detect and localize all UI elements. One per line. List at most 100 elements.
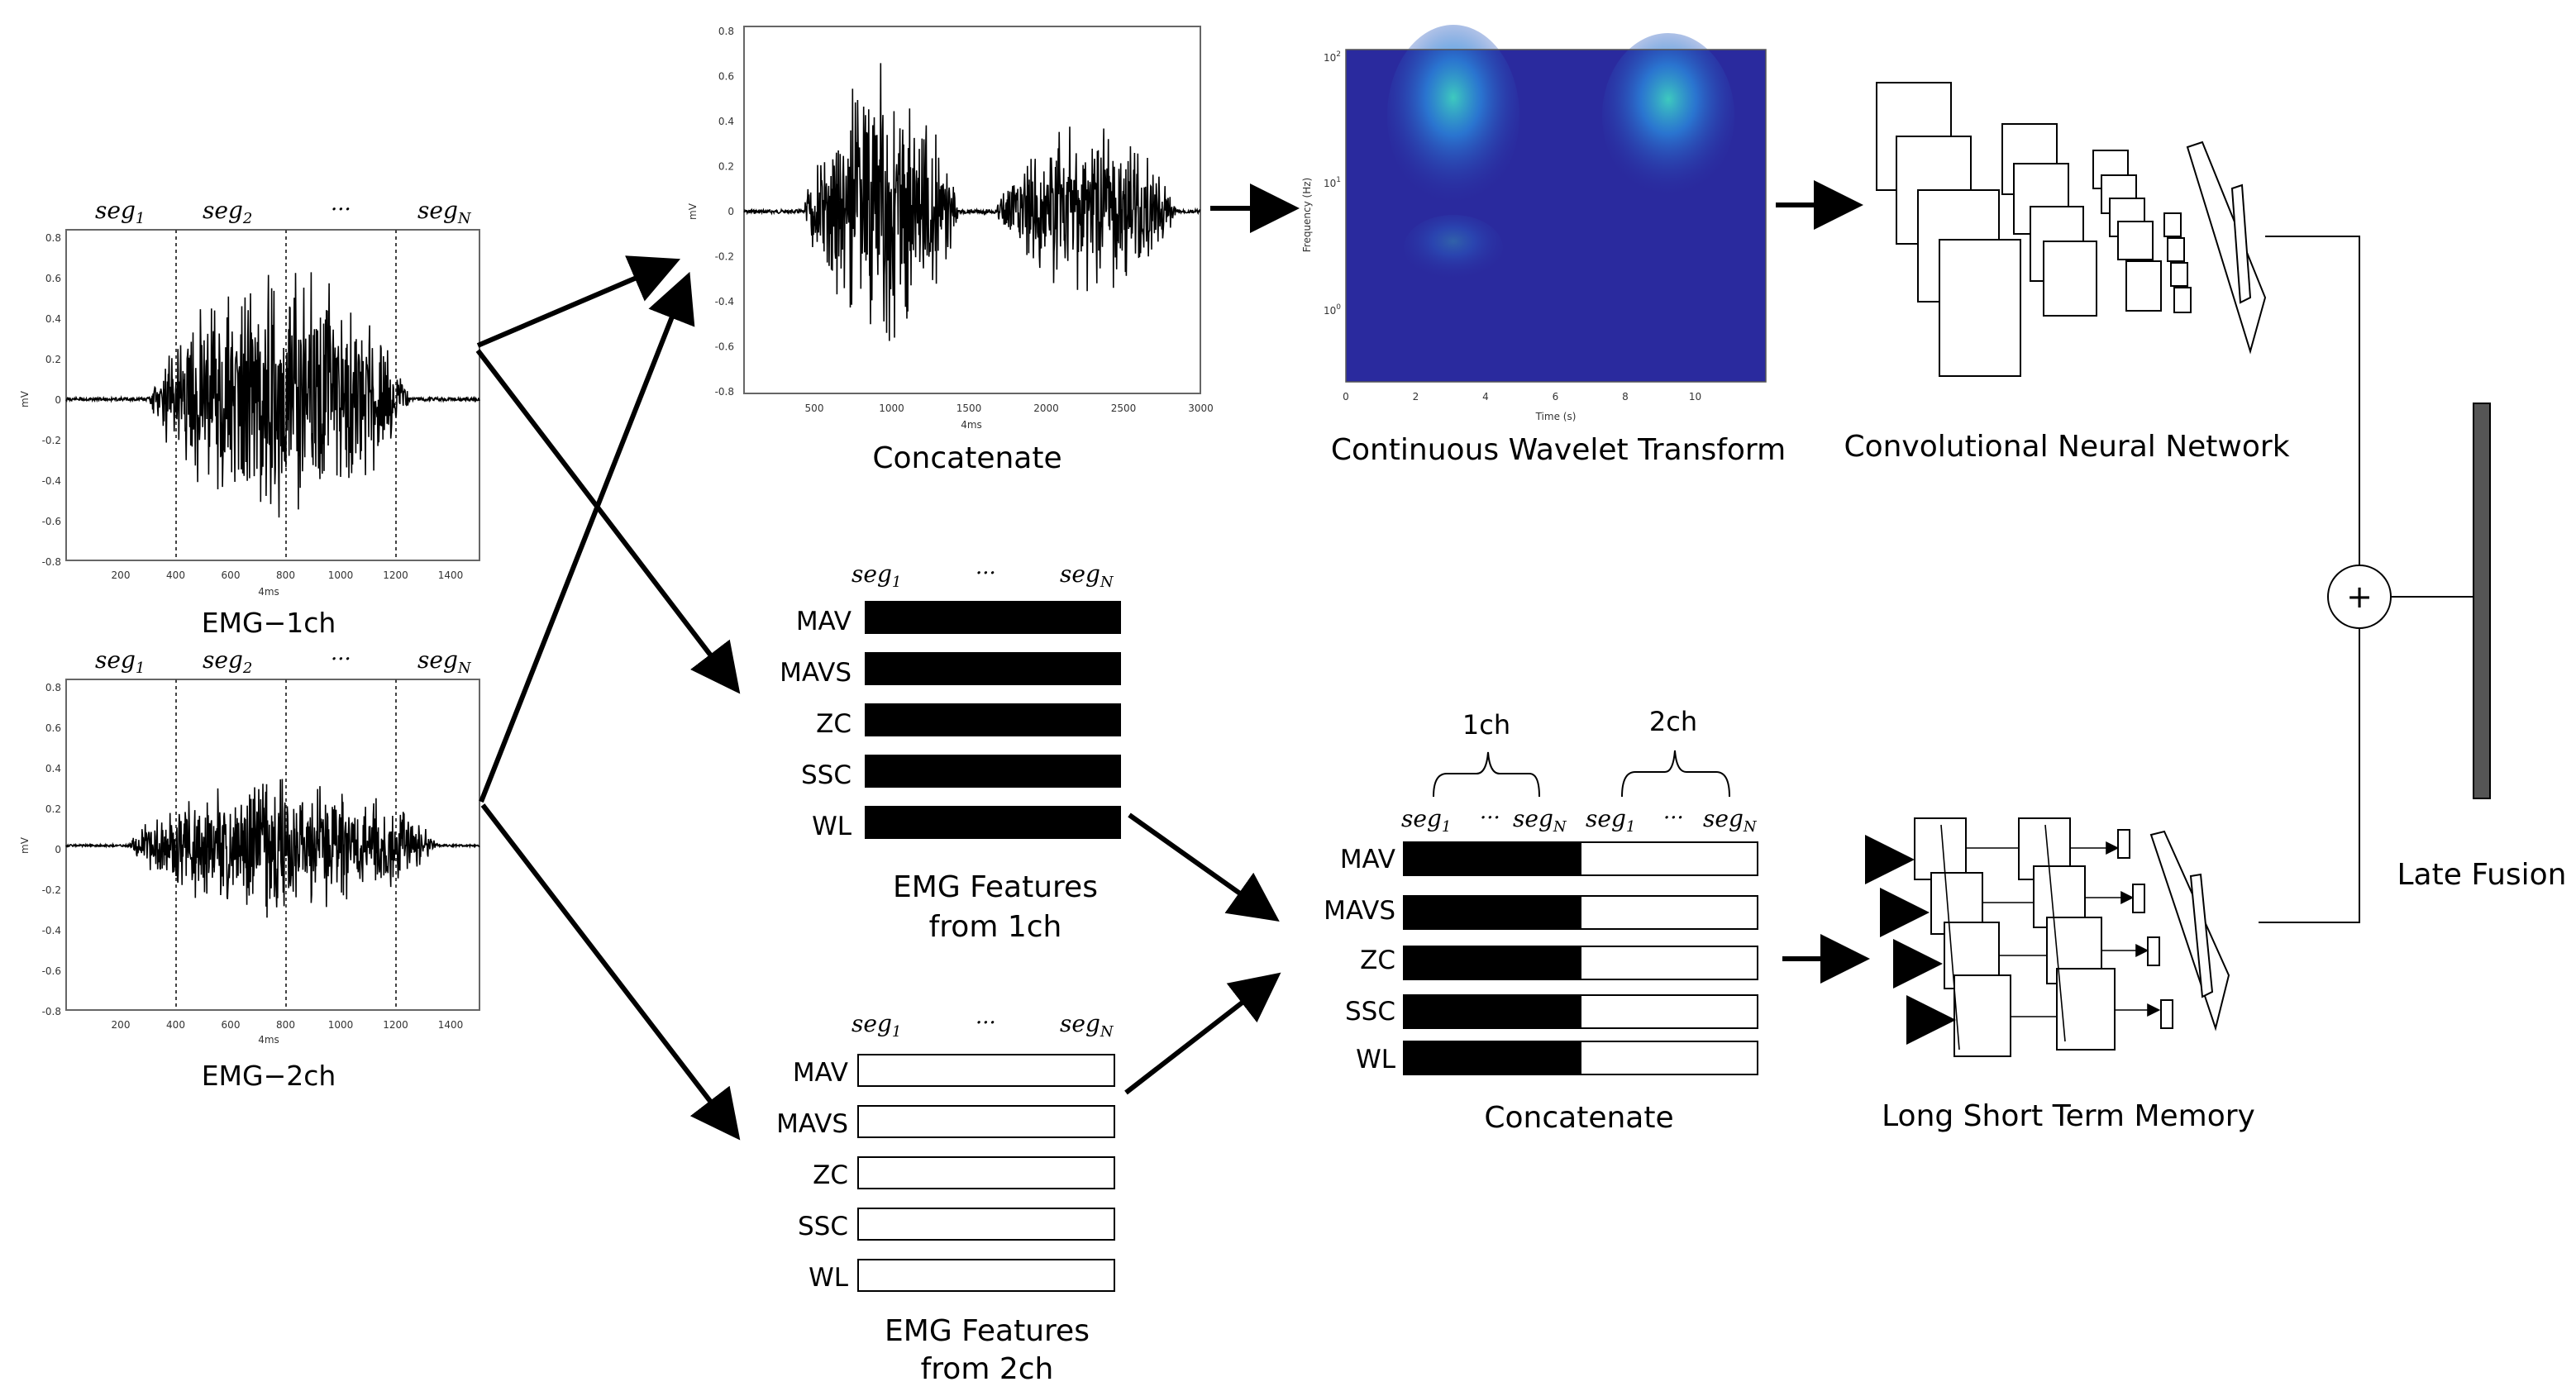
feature-row: SSC bbox=[798, 1208, 1115, 1241]
concat-seg-1ch-n: segN bbox=[1513, 805, 1567, 836]
svg-text:ZC: ZC bbox=[816, 709, 852, 739]
svg-text:WL: WL bbox=[812, 812, 852, 841]
y-tick-label: -0.4 bbox=[42, 925, 61, 936]
y-tick-label: 0.4 bbox=[45, 763, 61, 774]
y-tick-label: 0.2 bbox=[45, 803, 61, 815]
x-tick-label: 1000 bbox=[879, 403, 904, 414]
cwt-ylabel: Frequency (Hz) bbox=[1301, 178, 1313, 253]
y-tick-label: -0.6 bbox=[42, 965, 61, 977]
x-tick-label: 6 bbox=[1553, 391, 1559, 403]
cwt-burst-1 bbox=[1387, 25, 1519, 207]
y-tick-label: 0.4 bbox=[45, 313, 61, 325]
features-1ch-seg-ellipsis: ··· bbox=[976, 561, 996, 586]
features-2ch-seg-1: seg1 bbox=[852, 1010, 901, 1041]
x-tick-label: 1400 bbox=[438, 1019, 464, 1031]
x-tick-label: 600 bbox=[222, 569, 241, 581]
x-tick-label: 1400 bbox=[438, 569, 464, 581]
x-tick-label: 8 bbox=[1622, 391, 1629, 403]
features-2ch-seg-ellipsis: ··· bbox=[976, 1011, 996, 1036]
svg-text:MAVS: MAVS bbox=[780, 658, 852, 688]
y-tick-label: 0.6 bbox=[45, 722, 61, 734]
features-1ch-panel: seg1 ··· segN MAV MAVS ZC SSC WL EMG Fea… bbox=[780, 560, 1121, 944]
feature-row: MAV bbox=[793, 1054, 1115, 1088]
feature-row: SSC bbox=[801, 755, 1121, 790]
y-tick-label: -0.4 bbox=[715, 296, 734, 307]
emg-2ch-seg-n: segN bbox=[417, 646, 472, 677]
x-tick-label: 400 bbox=[166, 1019, 185, 1031]
emg-2ch-caption: EMG−2ch bbox=[202, 1060, 336, 1092]
y-tick-label: 0.2 bbox=[45, 354, 61, 365]
emg-1ch-xlabel: 4ms bbox=[258, 586, 279, 598]
features-1ch-caption-2: from 1ch bbox=[929, 910, 1062, 944]
late-fusion-block: + Late Fusion bbox=[2327, 403, 2566, 892]
y-tick-label: 0 bbox=[727, 206, 734, 217]
x-tick-label: 1000 bbox=[328, 569, 354, 581]
y-tick-label: -0.2 bbox=[42, 435, 61, 446]
feature-row: MAV bbox=[796, 601, 1121, 636]
emg-2ch-ylabel: mV bbox=[19, 836, 31, 854]
features-2ch-caption-1: EMG Features bbox=[885, 1314, 1090, 1348]
x-tick-label: 200 bbox=[112, 1019, 131, 1031]
svg-text:WL: WL bbox=[1356, 1045, 1396, 1074]
x-tick-label: 1500 bbox=[956, 403, 982, 414]
y-tick-label: 0.6 bbox=[45, 273, 61, 284]
feature-row: WL bbox=[812, 806, 1121, 841]
fusion-sum-symbol: + bbox=[2346, 579, 2373, 615]
y-tick-label: -0.6 bbox=[715, 341, 734, 353]
feature-row: MAV bbox=[1340, 841, 1758, 876]
svg-text:MAVS: MAVS bbox=[1324, 896, 1395, 926]
group-label-1ch: 1ch bbox=[1462, 709, 1510, 741]
x-tick-label: 10 bbox=[1689, 391, 1701, 403]
y-tick-label: 0.6 bbox=[718, 71, 734, 83]
y-tick-label: 0 bbox=[55, 394, 61, 406]
features-2ch-rows: MAV MAVS ZC SSC WL bbox=[776, 1054, 1115, 1293]
y-tick-label: 0.8 bbox=[45, 682, 61, 693]
cwt-caption: Continuous Wavelet Transform bbox=[1331, 433, 1786, 467]
x-tick-label: 2500 bbox=[1111, 403, 1137, 414]
y-tick-label: -0.8 bbox=[42, 556, 61, 568]
x-tick-label: 1000 bbox=[328, 1019, 354, 1031]
y-tick-label: -0.8 bbox=[42, 1006, 61, 1017]
features-1ch-seg-1: seg1 bbox=[852, 560, 901, 591]
concat-signal bbox=[743, 63, 1201, 341]
svg-text:MAVS: MAVS bbox=[776, 1109, 848, 1139]
x-tick-label: 400 bbox=[166, 569, 185, 581]
cnn-block: Convolutional Neural Network bbox=[1844, 82, 2290, 464]
emg-1ch-seg-n: segN bbox=[417, 197, 472, 227]
feature-row: MAVS bbox=[1324, 895, 1758, 930]
feature-row: SSC bbox=[1345, 994, 1758, 1029]
y-tick-label: -0.2 bbox=[42, 884, 61, 896]
concat-seg-1ch-1: seg1 bbox=[1401, 805, 1451, 836]
emg-1ch-seg-ellipsis: ··· bbox=[331, 198, 351, 222]
concat-ylabel: mV bbox=[687, 202, 699, 220]
brace-2ch bbox=[1621, 750, 1730, 798]
cwt-ytick-1: 102 bbox=[1324, 50, 1341, 64]
cwt-xlabel: Time (s) bbox=[1535, 411, 1577, 422]
cwt-ytick-2: 101 bbox=[1324, 176, 1341, 189]
x-tick-label: 0 bbox=[1343, 391, 1349, 403]
concat-seg-2ch-ellipsis: ··· bbox=[1663, 806, 1684, 831]
x-tick-label: 200 bbox=[112, 569, 131, 581]
svg-text:SSC: SSC bbox=[801, 760, 852, 790]
features-2ch-seg-n: segN bbox=[1060, 1010, 1114, 1041]
svg-text:MAV: MAV bbox=[1340, 845, 1395, 874]
lstm-block: Long Short Term Memory bbox=[1865, 817, 2255, 1133]
emg-1ch-ylabel: mV bbox=[19, 390, 31, 407]
flow-connectors bbox=[475, 180, 2473, 1141]
cwt-ytick-3: 100 bbox=[1324, 303, 1341, 317]
x-tick-label: 1200 bbox=[383, 569, 408, 581]
features-2ch-panel: seg1 ··· segN MAV MAVS ZC SSC WL EMG Fea… bbox=[776, 1010, 1115, 1386]
emg-2ch-signal bbox=[65, 779, 480, 918]
cwt-burst-2 bbox=[1602, 33, 1734, 198]
concat-seg-2ch-n: segN bbox=[1703, 805, 1758, 836]
svg-text:ZC: ZC bbox=[813, 1160, 848, 1190]
y-tick-label: -0.6 bbox=[42, 516, 61, 527]
brace-1ch bbox=[1433, 751, 1540, 798]
concat-seg-2ch-1: seg1 bbox=[1586, 805, 1635, 836]
lstm-caption: Long Short Term Memory bbox=[1882, 1099, 2255, 1133]
y-tick-label: 0 bbox=[55, 844, 61, 855]
x-tick-label: 600 bbox=[222, 1019, 241, 1031]
x-tick-label: 800 bbox=[276, 1019, 295, 1031]
